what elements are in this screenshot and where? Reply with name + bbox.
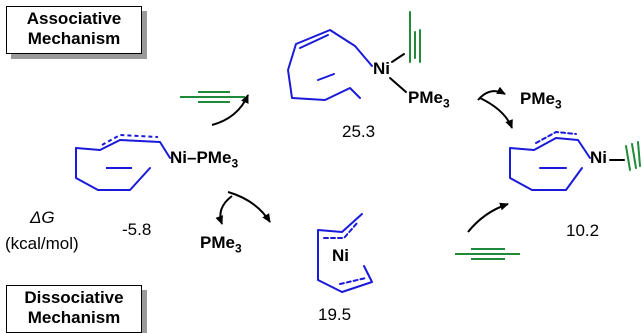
start-allyl-dash: [101, 133, 159, 146]
dissoc-ni-label: Ni: [332, 246, 349, 265]
dissoc-ring: [317, 213, 373, 293]
energy-start: -5.8: [122, 220, 152, 239]
arrow-pme3-release-assoc: [477, 86, 506, 101]
dissoc-complex: [317, 213, 373, 293]
product-allyl-dash: [535, 131, 577, 144]
released-pme3-assoc: PMe3: [520, 89, 562, 112]
associative-mechanism-label: Associative Mechanism: [6, 6, 142, 54]
associative-label-line1: Associative: [26, 9, 122, 28]
energy-dissoc-intermediate: 19.5: [318, 305, 352, 324]
delta-g-symbol: ΔG: [30, 208, 55, 227]
dissociative-mechanism-label: Dissociative Mechanism: [6, 285, 142, 333]
associative-label-line2: Mechanism: [27, 29, 121, 48]
assoc-ring: [287, 29, 373, 101]
product-alkyne: [625, 141, 641, 171]
delta-g-label: ΔG: [30, 208, 55, 228]
dissoc-dash-bottom: [339, 277, 367, 285]
assoc-alkyne: [409, 11, 421, 63]
released-pme3-dissoc: PMe3: [200, 233, 242, 256]
start-complex: [75, 133, 171, 191]
arrow-assoc-to-product: [479, 97, 513, 129]
delta-g-units: (kcal/mol): [5, 234, 79, 253]
dissociative-label-line1: Dissociative: [24, 288, 124, 307]
start-ring: [75, 139, 171, 191]
energy-product: 10.2: [566, 221, 600, 240]
arrow-start-to-dissoc: [227, 191, 271, 223]
assoc-pme3-label: PMe3: [408, 88, 450, 111]
product-complex: [509, 131, 641, 191]
alkyne-reagent-assoc: [180, 91, 245, 103]
assoc-ni-alkyne-bond: [391, 53, 405, 63]
product-ni-label: Ni: [590, 148, 607, 167]
product-ring: [509, 137, 591, 191]
reaction-arrows: [211, 86, 513, 233]
energy-assoc-intermediate: 25.3: [342, 122, 376, 141]
arrow-start-to-assoc: [211, 94, 249, 126]
dissoc-dash-top: [323, 221, 359, 239]
alkyne-reagent-dissoc: [455, 248, 520, 260]
start-ni-label: Ni–PMe3: [170, 148, 239, 171]
assoc-ni-pme3-bond: [389, 77, 407, 93]
dissociative-label-line2: Mechanism: [27, 308, 121, 327]
arrow-dissoc-to-product: [467, 202, 509, 233]
arrow-pme3-release-dissoc: [215, 195, 233, 225]
assoc-complex: [287, 11, 421, 101]
assoc-ring-double: [299, 34, 329, 49]
assoc-ni-label: Ni: [373, 59, 390, 78]
